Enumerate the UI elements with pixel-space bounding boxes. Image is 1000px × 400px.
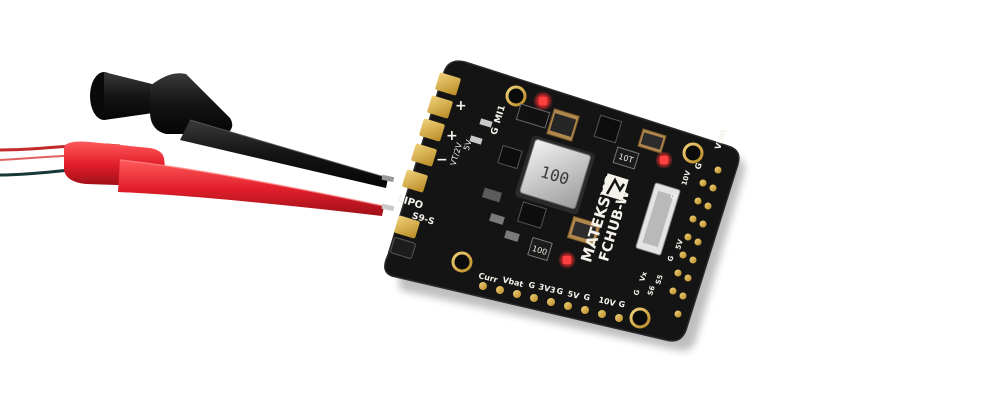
bottom-label-g3: G: [583, 292, 592, 302]
bottom-label-g4: G: [618, 299, 627, 309]
bottom-label-10v: 10V: [598, 295, 618, 308]
pad-label-5v: 5V: [462, 138, 474, 151]
left-power-pads: [390, 72, 461, 259]
black-probe-clip: [90, 72, 389, 188]
bottom-label-g1: G: [528, 280, 537, 290]
red-probe-clip: [64, 141, 395, 216]
fpc-connector: [635, 182, 681, 256]
pcb-board: G MI1 + + − LIPO S9-S VT/2V 5V 100: [384, 60, 740, 342]
resistor-b-marking: 100: [531, 244, 548, 257]
right-label-5v: 5V: [674, 238, 685, 251]
right-label-g2: G: [669, 193, 678, 201]
inductor: 100: [515, 135, 595, 215]
status-leds: [533, 91, 673, 269]
pad-label-minus: −: [436, 152, 448, 168]
right-pad-columns: [669, 166, 722, 318]
right-label-g1: G: [693, 162, 704, 171]
smd-components: 10T 100: [469, 103, 667, 262]
matek-logo: [601, 173, 629, 201]
pad-label-plus-2: +: [446, 128, 458, 144]
right-label-s6: S6: [646, 285, 657, 297]
pad-label-plus: +: [455, 98, 467, 114]
right-label-s5: S5: [654, 274, 665, 286]
right-label-g3: G: [666, 255, 675, 263]
right-label-vx: Vx: [638, 270, 649, 282]
right-label-g4: G: [632, 289, 641, 297]
bottom-label-g2: G: [556, 286, 565, 296]
bottom-pad-row: [479, 282, 623, 322]
bottom-label-3v3: 3V3: [538, 282, 557, 295]
resistor-a-marking: 10T: [617, 152, 634, 165]
bottom-label-5v: 5V: [567, 289, 581, 301]
pad-label-g: G: [490, 126, 502, 136]
mounting-holes: [451, 85, 704, 329]
